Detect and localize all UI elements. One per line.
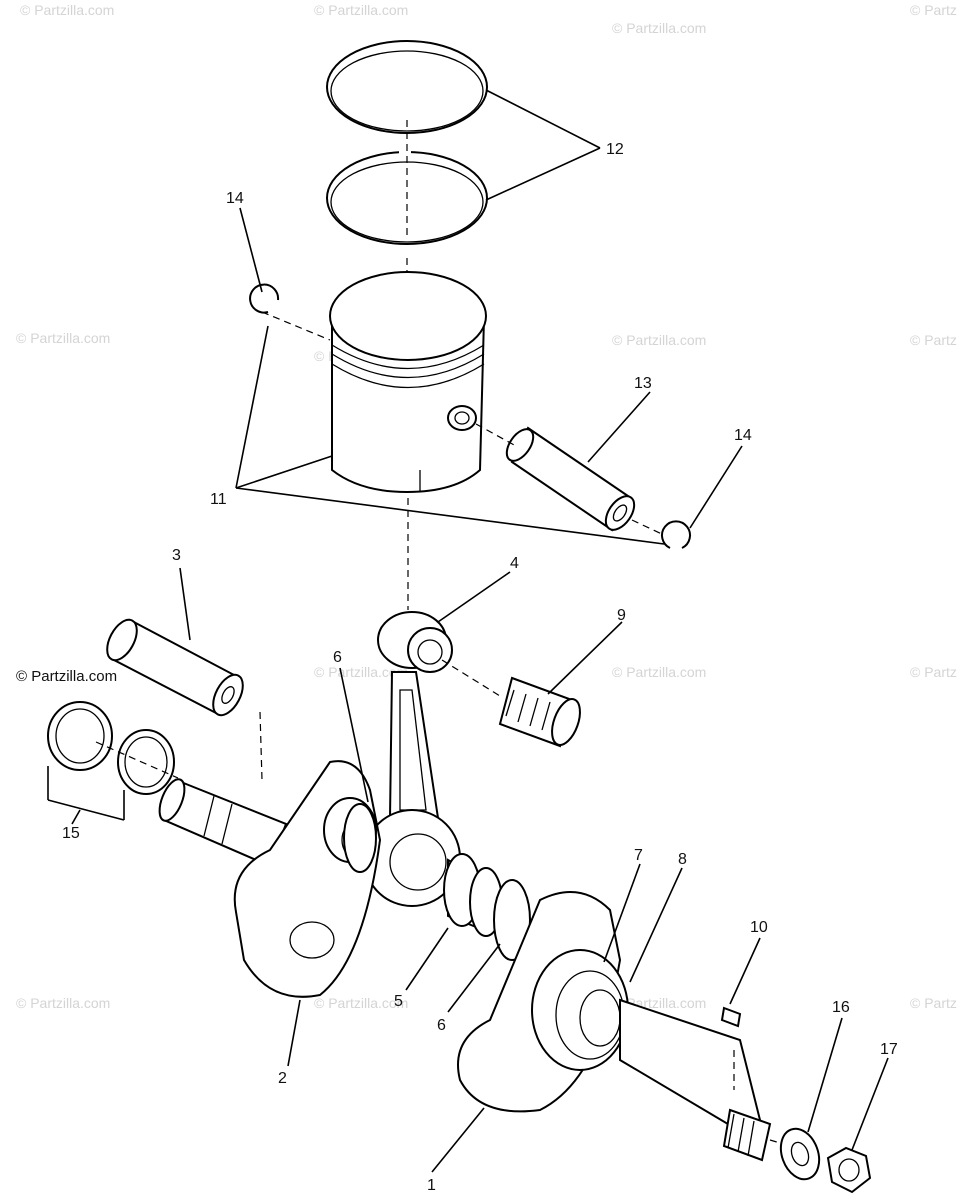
woodruff-key: [720, 1006, 742, 1028]
seal-rings: [47, 701, 175, 795]
watermark: © Partzilla.com: [16, 995, 111, 1011]
watermark: © Partz: [910, 664, 957, 680]
connecting-rod: [363, 611, 461, 907]
watermark: © Partzilla.com: [612, 20, 707, 36]
label-13: 13: [634, 375, 652, 392]
label-15: 15: [62, 825, 80, 842]
lock-washer: [779, 1127, 821, 1181]
label-6-upper: 6: [333, 649, 342, 666]
watermark: © Partzilla.com: [314, 664, 409, 680]
crankshaft-half-left: [158, 760, 382, 998]
needle-bearing: [498, 676, 581, 748]
watermark: © Partzilla.com: [612, 332, 707, 348]
crankshaft-half-right: [457, 891, 772, 1162]
watermark: © Partzilla.com: [16, 330, 111, 346]
label-7: 7: [634, 847, 643, 864]
label-12: 12: [606, 141, 624, 158]
axis-dash: [95, 741, 179, 779]
watermark-dark: © Partzilla.com: [16, 668, 118, 685]
watermark: © Partz: [910, 995, 957, 1011]
label-11: 11: [210, 491, 227, 508]
thrust-washer: [343, 803, 377, 873]
axis-dash: [259, 711, 263, 781]
watermark: © Partzilla.com: [314, 995, 409, 1011]
label-10: 10: [750, 919, 768, 936]
axis-dash: [261, 311, 331, 341]
piston-pin: [505, 426, 636, 532]
label-16: 16: [832, 999, 850, 1016]
label-4: 4: [510, 555, 519, 572]
label-3: 3: [172, 547, 181, 564]
crank-pin: [106, 618, 244, 717]
main-bearing: [443, 853, 503, 937]
label-5: 5: [394, 993, 403, 1010]
label-14-left: 14: [226, 190, 244, 207]
hex-nut: [826, 1146, 872, 1194]
label-1: 1: [427, 1177, 436, 1194]
piston: [329, 271, 487, 494]
watermark: © Partzilla.com: [612, 664, 707, 680]
axis-dash: [475, 423, 517, 447]
circlip-left: [249, 283, 280, 314]
label-17: 17: [880, 1041, 898, 1058]
label-6-lower: 6: [437, 1017, 446, 1034]
axis-dash: [441, 659, 501, 697]
watermark: © Partzilla.com: [20, 2, 115, 18]
piston-ring-upper: [326, 40, 488, 134]
watermark: © Partz: [910, 332, 957, 348]
watermark: © Partzilla.com: [314, 2, 409, 18]
leader-lines: [47, 89, 889, 1173]
axis-dash: [631, 519, 667, 537]
label-9: 9: [617, 607, 626, 624]
thrust-washer-2: [493, 879, 531, 961]
label-8: 8: [678, 851, 687, 868]
label-2: 2: [278, 1070, 287, 1087]
label-14-right: 14: [734, 427, 752, 444]
circlip-right: [661, 520, 691, 549]
watermark: © Partz: [910, 2, 957, 18]
